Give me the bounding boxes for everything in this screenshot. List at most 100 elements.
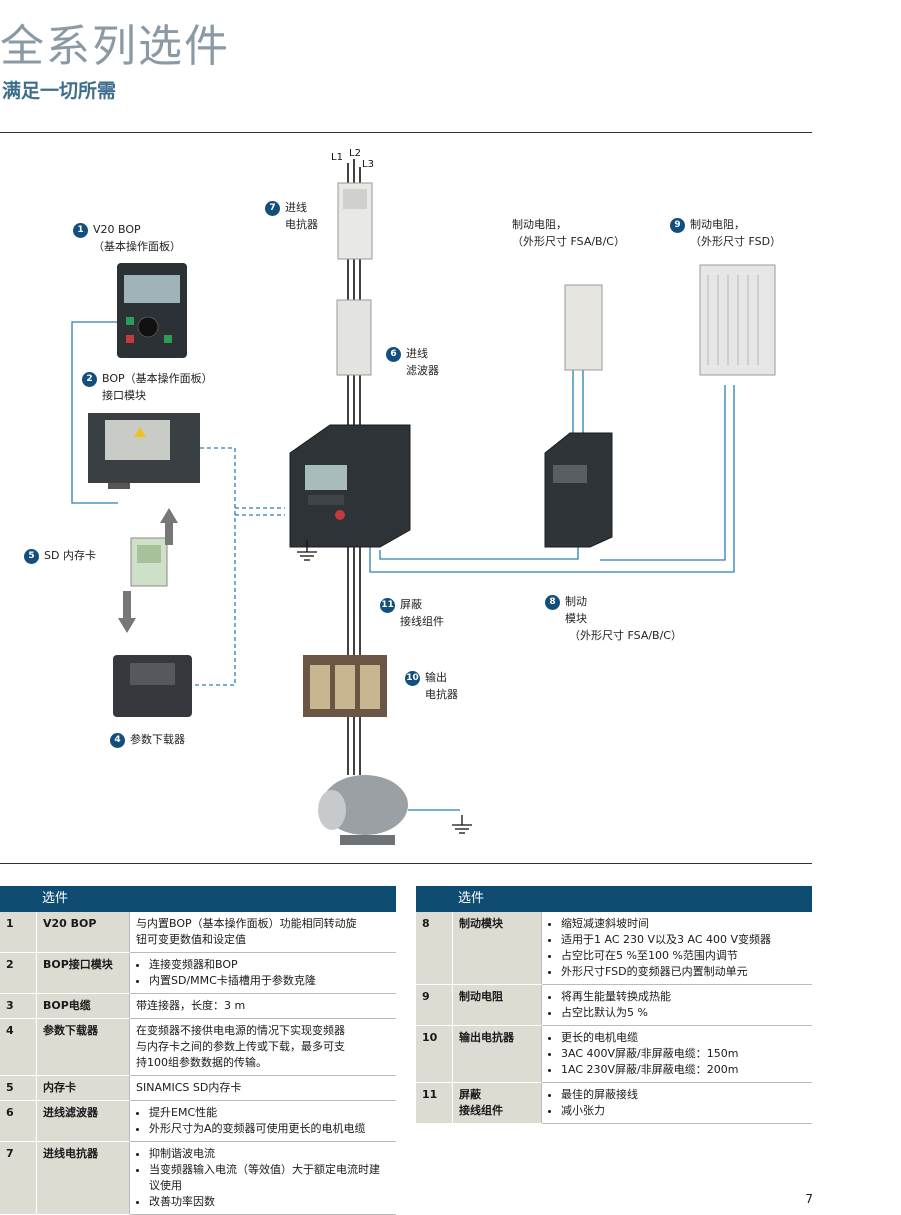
option-name: 输出电抗器 [452,1025,542,1083]
callout-number: 8 [545,594,560,610]
page-title: 全系列选件 [0,21,230,72]
option-number: 3 [0,993,37,1019]
description-line: 与内存卡之间的参数上传或下载，最多可支 [136,1040,345,1053]
description-bullet: 改善功率因数 [149,1194,390,1210]
option-number: 7 [0,1141,37,1215]
page-subtitle: 满足一切所需 [2,80,117,102]
description-bullet: 提升EMC性能 [149,1105,390,1121]
table-row: 10输出电抗器更长的电机电缆3AC 400V屏蔽/非屏蔽电缆：150m1AC 2… [416,1025,812,1083]
callout-number: 7 [265,200,280,216]
option-number: 8 [416,912,453,985]
option-name: 制动模块 [452,912,542,985]
option-name: 参数下载器 [36,1018,130,1076]
callout-resistor-small: 制动电阻， （外形尺寸 FSA/B/C） [512,218,625,248]
option-description: 带连接器，长度：3 m [129,993,396,1019]
description-bullet: 内置SD/MMC卡插槽用于参数克隆 [149,973,390,989]
description-bullet: 外形尺寸为A的变频器可使用更长的电机电缆 [149,1121,390,1137]
option-description: SINAMICS SD内存卡 [129,1075,396,1101]
option-number: 5 [0,1075,37,1101]
callout-number: 6 [386,346,401,362]
option-description: 最佳的屏蔽接线减小张力 [541,1082,812,1124]
phase-label-l3: L3 [362,159,374,170]
phase-label-l2: L2 [349,148,361,159]
option-name: V20 BOP [36,912,130,953]
option-name: 进线滤波器 [36,1100,130,1142]
description-bullet: 外形尺寸FSD的变频器已内置制动单元 [561,964,806,980]
description-line: 持100组参数数据的传输。 [136,1056,267,1069]
description-bullet: 连接变频器和BOP [149,957,390,973]
description-bullet: 更长的电机电缆 [561,1030,806,1046]
description-line: SINAMICS SD内存卡 [136,1081,242,1094]
option-description: 提升EMC性能外形尺寸为A的变频器可使用更长的电机电缆 [129,1100,396,1142]
option-description: 更长的电机电缆3AC 400V屏蔽/非屏蔽电缆：150m1AC 230V屏蔽/非… [541,1025,812,1083]
table-header: 选件 [0,886,396,912]
option-number: 1 [0,912,37,953]
description-bullet: 抑制谐波电流 [149,1146,390,1162]
option-description: 在变频器不接供电电源的情况下实现变频器与内存卡之间的参数上传或下载，最多可支持1… [129,1018,396,1076]
description-bullet: 缩短减速斜坡时间 [561,916,806,932]
description-line: 在变频器不接供电电源的情况下实现变频器 [136,1024,345,1037]
description-bullet: 占空比默认为5 % [561,1005,806,1021]
callout-number: 4 [110,732,125,748]
callout-number: 11 [380,597,395,613]
phase-label-l1: L1 [331,152,343,163]
table-row: 2BOP接口模块连接变频器和BOP内置SD/MMC卡插槽用于参数克隆 [0,952,396,994]
option-name: BOP电缆 [36,993,130,1019]
table-row: 6进线滤波器提升EMC性能外形尺寸为A的变频器可使用更长的电机电缆 [0,1100,396,1142]
option-name: 进线电抗器 [36,1141,130,1215]
description-line: 与内置BOP（基本操作面板）功能相同转动旋 [136,917,357,930]
option-description: 连接变频器和BOP内置SD/MMC卡插槽用于参数克隆 [129,952,396,994]
option-name: BOP接口模块 [36,952,130,994]
description-bullet: 适用于1 AC 230 V以及3 AC 400 V变频器 [561,932,806,948]
option-description: 抑制谐波电流当变频器输入电流（等效值）大于额定电流时建议使用改善功率因数 [129,1141,396,1215]
callout-number: 10 [405,670,420,686]
callout-number: 2 [82,371,97,387]
option-description: 将再生能量转换成热能占空比默认为5 % [541,984,812,1026]
callout-number: 1 [73,222,88,238]
callout-number: 5 [24,548,39,564]
option-name: 内存卡 [36,1075,130,1101]
option-name: 屏蔽 接线组件 [452,1082,542,1124]
description-bullet: 最佳的屏蔽接线 [561,1087,806,1103]
description-bullet: 当变频器输入电流（等效值）大于额定电流时建议使用 [149,1162,390,1194]
callout-number: 9 [670,217,685,233]
option-number: 4 [0,1018,37,1076]
description-line: 带连接器，长度：3 m [136,999,246,1012]
description-bullet: 1AC 230V屏蔽/非屏蔽电缆：200m [561,1062,806,1078]
table-header: 选件 [416,886,812,912]
system-diagram [71,159,776,845]
bottom-divider [0,863,812,864]
description-line: 钮可变更数值和设定值 [136,933,246,946]
option-name: 制动电阻 [452,984,542,1026]
option-number: 2 [0,952,37,994]
option-description: 与内置BOP（基本操作面板）功能相同转动旋钮可变更数值和设定值 [129,912,396,953]
description-bullet: 占空比可在5 %至100 %范围内调节 [561,948,806,964]
option-number: 9 [416,984,453,1026]
page-number: 7 [805,1192,813,1206]
description-bullet: 3AC 400V屏蔽/非屏蔽电缆：150m [561,1046,806,1062]
option-number: 6 [0,1100,37,1142]
option-number: 11 [416,1082,453,1124]
description-bullet: 减小张力 [561,1103,806,1119]
description-bullet: 将再生能量转换成热能 [561,989,806,1005]
table-row: 9制动电阻将再生能量转换成热能占空比默认为5 % [416,984,812,1026]
top-divider [0,132,812,133]
option-number: 10 [416,1025,453,1083]
